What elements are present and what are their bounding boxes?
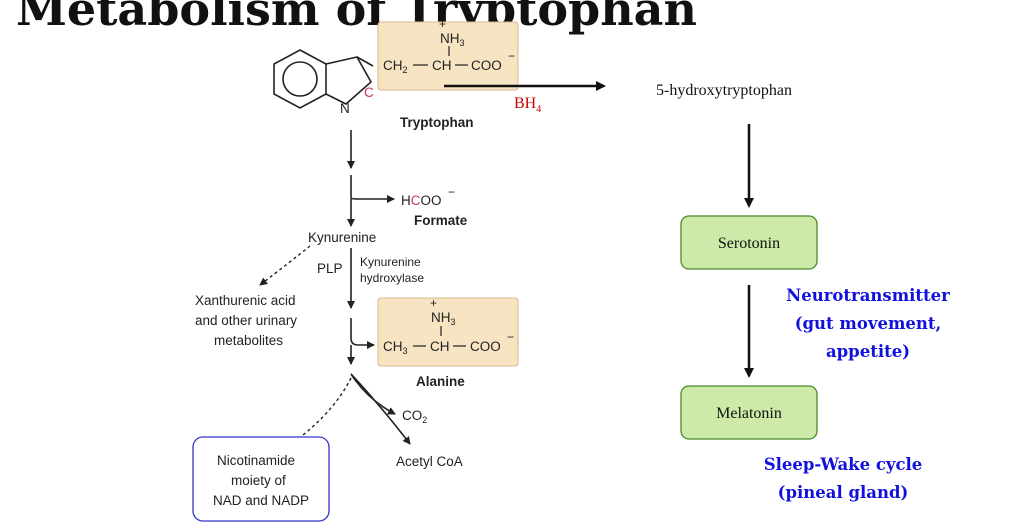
formate-label: Formate — [414, 213, 468, 228]
alanine-ch: CH — [430, 339, 450, 354]
enzyme-line2: hydroxylase — [360, 271, 424, 285]
xanthurenic-line3: metabolites — [214, 333, 283, 348]
formate-charge: − — [448, 185, 455, 199]
alanine-amino: NH3 — [431, 310, 456, 327]
arrow-to-formate — [350, 175, 395, 203]
side-chain-ch: CH — [432, 58, 452, 73]
alanine-label: Alanine — [416, 374, 465, 389]
nicotinamide-line1: Nicotinamide — [217, 453, 295, 468]
carboxylate: COO — [471, 58, 502, 73]
page-title: Metabolism of Tryptophan — [16, 0, 697, 36]
serotonin-label: Serotonin — [718, 235, 780, 252]
neurotransmitter-line2: (gut movement, — [795, 314, 942, 333]
formate-formula: HCOO — [401, 193, 442, 208]
arrow-to-acetyl-coa — [350, 373, 411, 445]
alanine-coo-charge: − — [507, 330, 514, 344]
alanine-ch3: CH3 — [383, 339, 408, 356]
ring-nitrogen: N — [340, 101, 350, 116]
nicotinamide-box — [192, 436, 330, 522]
tryptophan-sidechain-box — [377, 21, 519, 91]
xanthurenic-line2: and other urinary — [195, 313, 297, 328]
hydroxytryptophan-label: 5-hydroxytryptophan — [656, 82, 792, 99]
amino-group: NH3 — [440, 31, 465, 48]
enzyme-line1: Kynurenine — [360, 255, 421, 269]
alanine-coo: COO — [470, 339, 501, 354]
melatonin-box — [680, 385, 818, 440]
tryptophan-label: Tryptophan — [400, 115, 474, 130]
bh4-cofactor: BH4 — [514, 95, 541, 115]
nicotinamide-line3: NAD and NADP — [213, 493, 309, 508]
carboxylate-charge: − — [508, 49, 515, 63]
sleep-wake-line1: Sleep-Wake cycle — [764, 455, 923, 474]
acetyl-coa-label: Acetyl CoA — [396, 454, 463, 469]
arrow-to-xanthurenic — [259, 245, 311, 286]
alanine-amino-charge: + — [430, 296, 437, 310]
xanthurenic-line1: Xanthurenic acid — [195, 293, 296, 308]
plp-cofactor: PLP — [317, 261, 343, 276]
alanine-box — [377, 297, 519, 367]
nicotinamide-line2: moiety of — [231, 473, 286, 488]
side-chain-ch2: CH2 — [383, 58, 408, 75]
melatonin-label: Melatonin — [716, 405, 782, 422]
co2-label: CO2 — [402, 408, 427, 425]
neurotransmitter-line3: appetite) — [826, 342, 910, 361]
serotonin-box — [680, 215, 818, 270]
ring-carbon: C — [364, 85, 374, 100]
amino-charge: + — [439, 17, 446, 31]
indole-ring — [273, 49, 374, 109]
neurotransmitter-line1: Neurotransmitter — [786, 286, 950, 305]
sleep-wake-line2: (pineal gland) — [778, 483, 909, 502]
arrow-to-alanine — [350, 318, 375, 349]
kynurenine-label: Kynurenine — [308, 230, 376, 245]
